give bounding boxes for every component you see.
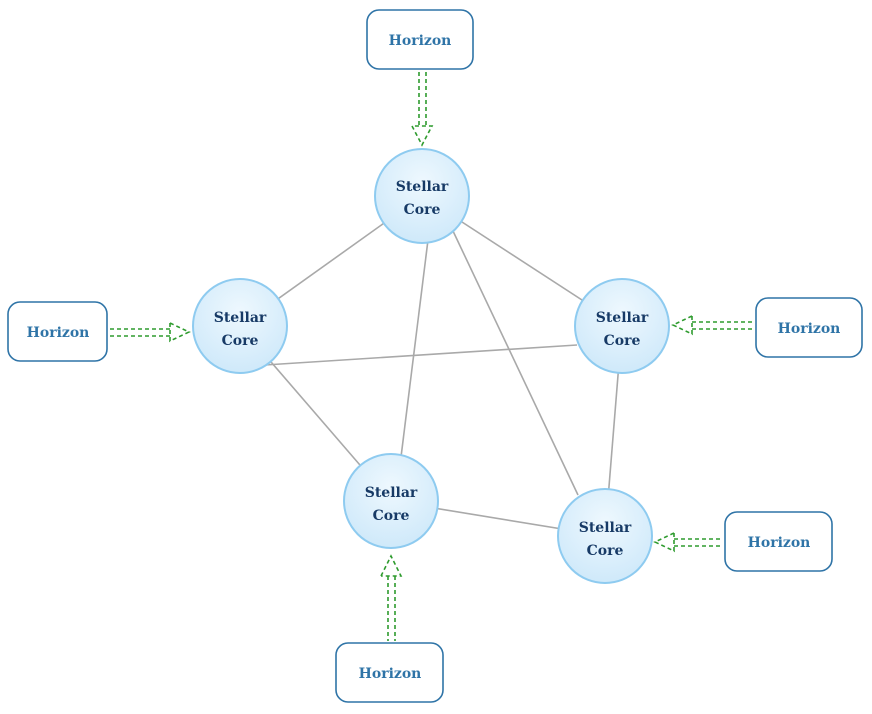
stellar-core-label-line2: Core — [587, 543, 624, 559]
stellar-core-label-line2: Core — [404, 202, 441, 218]
stellar-core-node-right[interactable]: Stellar Core — [574, 278, 670, 374]
stellar-core-label-line2: Core — [222, 333, 259, 349]
stellar-core-label-line2: Core — [373, 508, 410, 524]
connection-top-bottom-right — [452, 230, 579, 496]
stellar-core-node-left[interactable]: Stellar Core — [192, 278, 288, 374]
horizon-box-top[interactable]: Horizon — [366, 9, 474, 70]
stellar-core-label-line1: Stellar — [365, 485, 418, 501]
connection-top-bottom-middle — [400, 239, 429, 458]
horizon-box-bottom-right[interactable]: Horizon — [724, 511, 833, 572]
arrow-bottom-right-horizon-to-bottom-right-core — [653, 532, 723, 553]
stellar-core-node-bottom-middle[interactable]: Stellar Core — [343, 453, 439, 549]
stellar-core-label-line1: Stellar — [396, 179, 449, 195]
stellar-core-node-bottom-right[interactable]: Stellar Core — [557, 488, 653, 584]
horizons-layer: Horizon Horizon Horizon Horizon Horizon — [7, 9, 863, 703]
horizon-box-bottom[interactable]: Horizon — [335, 642, 444, 703]
stellar-core-label-line1: Stellar — [579, 520, 632, 536]
horizon-label: Horizon — [778, 321, 841, 337]
stellar-core-node-top[interactable]: Stellar Core — [374, 148, 470, 244]
horizon-box-left[interactable]: Horizon — [7, 301, 108, 362]
horizon-label: Horizon — [359, 666, 422, 682]
arrow-right-horizon-to-right-core — [671, 315, 753, 336]
stellar-core-label-line1: Stellar — [214, 310, 267, 326]
stellar-core-label-line2: Core — [604, 333, 641, 349]
arrow-left-horizon-to-left-core — [110, 322, 191, 343]
horizon-label: Horizon — [27, 325, 90, 341]
connection-left-right — [264, 344, 578, 366]
arrow-top-horizon-to-top-core — [411, 72, 434, 147]
horizon-label: Horizon — [748, 535, 811, 551]
arrows-layer — [110, 72, 753, 641]
arrow-bottom-horizon-to-bottom-middle-core — [380, 554, 403, 641]
horizon-label: Horizon — [389, 33, 452, 49]
cores-layer: Stellar Core Stellar Core Stellar Core S… — [192, 148, 670, 584]
horizon-box-right[interactable]: Horizon — [755, 297, 863, 358]
stellar-core-label-line1: Stellar — [596, 310, 649, 326]
